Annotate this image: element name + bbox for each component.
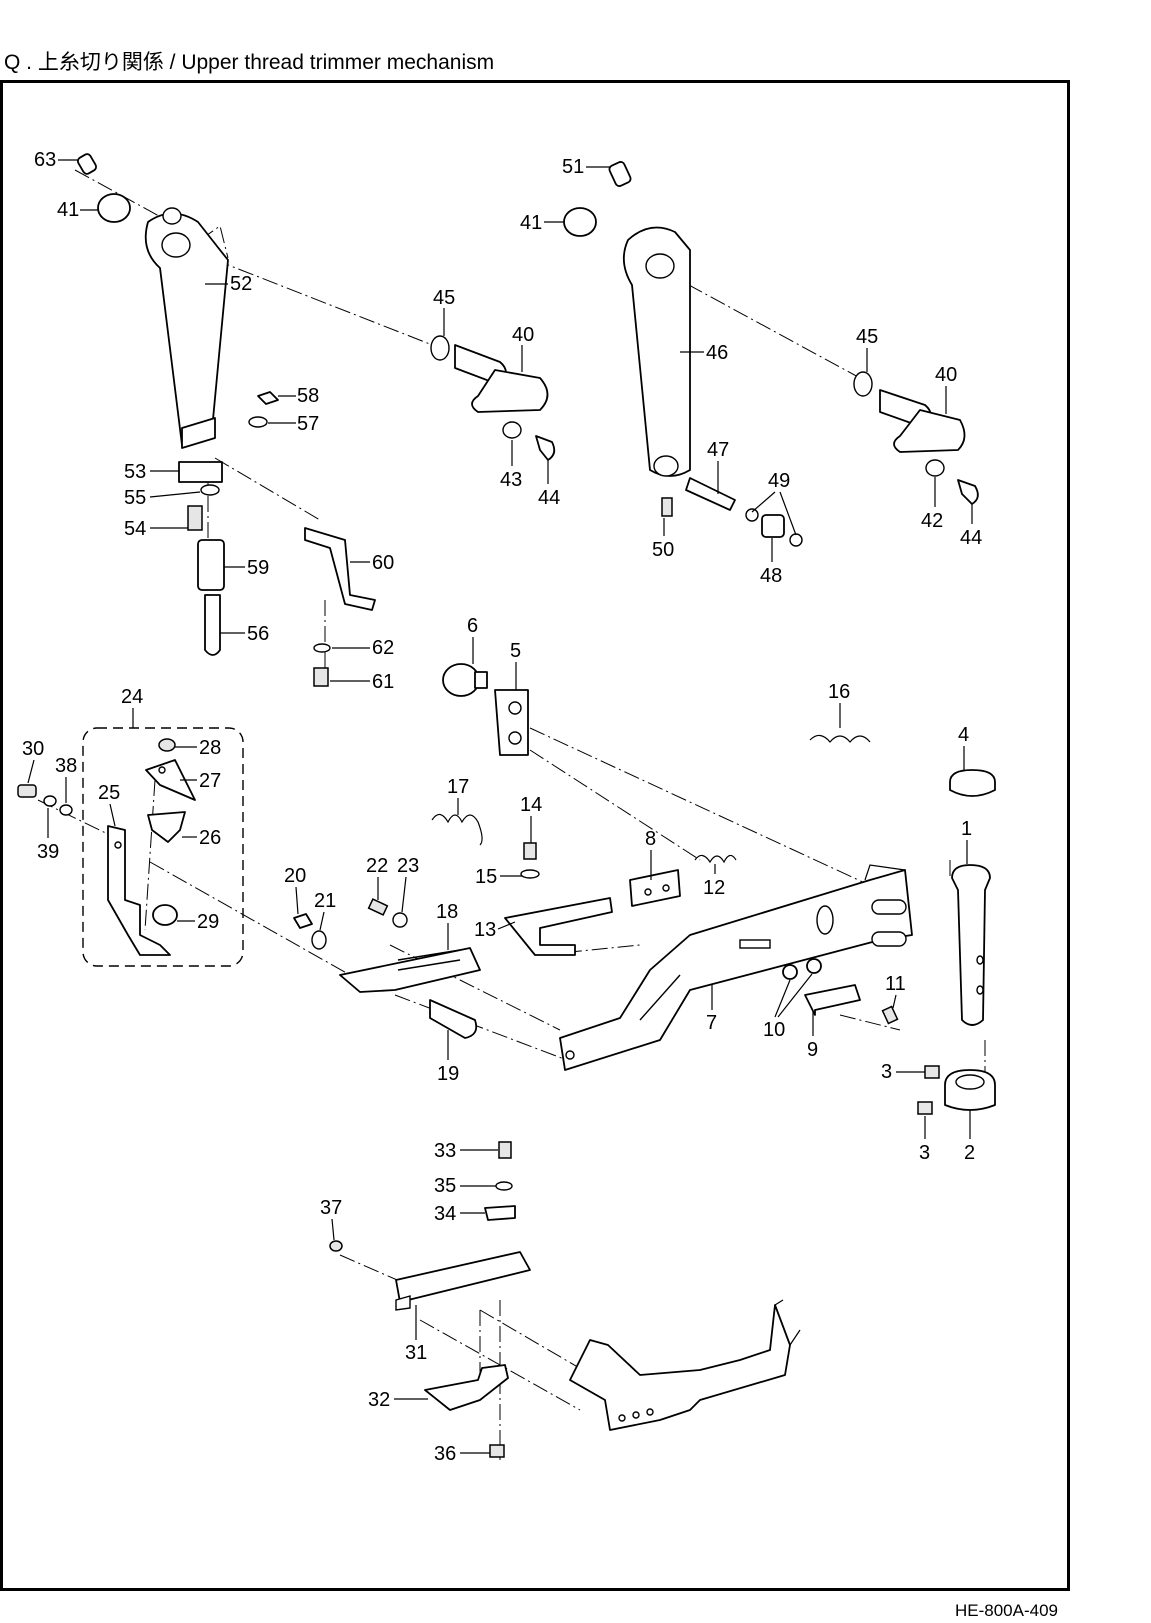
callout-61: 61 (372, 671, 394, 693)
callout-17: 17 (447, 776, 469, 798)
callout-50: 50 (652, 539, 674, 561)
left-lever-assembly (77, 153, 376, 687)
callout-3-upper: 3 (881, 1061, 892, 1083)
callout-34: 34 (434, 1203, 456, 1225)
callout-45-right: 45 (856, 326, 878, 348)
callout-62: 62 (372, 637, 394, 659)
callout-2: 2 (964, 1142, 975, 1164)
callout-15: 15 (475, 866, 497, 888)
callout-56: 56 (247, 623, 269, 645)
callout-55: 55 (124, 487, 146, 509)
callout-19: 19 (437, 1063, 459, 1085)
callout-45-left: 45 (433, 287, 455, 309)
callout-52: 52 (230, 273, 252, 295)
callout-24: 24 (121, 686, 143, 708)
callout-7: 7 (706, 1012, 717, 1034)
main-frame-assembly (431, 663, 913, 1071)
callout-10: 10 (763, 1019, 785, 1041)
callout-32: 32 (368, 1389, 390, 1411)
callout-40-right: 40 (935, 364, 957, 386)
callout-57: 57 (297, 413, 319, 435)
callout-42: 42 (921, 510, 943, 532)
callout-31: 31 (405, 1342, 427, 1364)
callout-18: 18 (436, 901, 458, 923)
right-pin-assembly (917, 769, 996, 1115)
callout-37: 37 (320, 1197, 342, 1219)
callout-13: 13 (474, 919, 496, 941)
callout-46: 46 (706, 342, 728, 364)
callout-58: 58 (297, 385, 319, 407)
callout-21: 21 (314, 890, 336, 912)
callout-26: 26 (199, 827, 221, 849)
callout-14: 14 (520, 794, 542, 816)
page-title: Q . 上糸切り関係 / Upper thread trimmer mechan… (4, 51, 495, 74)
assembly-24 (17, 727, 244, 967)
right-lever-assembly (563, 161, 979, 547)
callout-63: 63 (34, 149, 56, 171)
callout-43: 43 (500, 469, 522, 491)
callout-44-right: 44 (960, 527, 982, 549)
callout-39: 39 (37, 841, 59, 863)
callout-16: 16 (828, 681, 850, 703)
callout-23: 23 (397, 855, 419, 877)
callout-44-left: 44 (538, 487, 560, 509)
diagram-frame (0, 80, 1070, 1591)
callout-51: 51 (562, 156, 584, 178)
callout-labels: 63 41 52 45 40 58 57 53 55 54 43 44 59 6… (22, 149, 982, 1465)
callout-59: 59 (247, 557, 269, 579)
callout-6: 6 (467, 615, 478, 637)
callout-4: 4 (958, 724, 969, 746)
callout-47: 47 (707, 439, 729, 461)
callout-38: 38 (55, 755, 77, 777)
callout-11: 11 (885, 973, 906, 995)
callout-49: 49 (768, 470, 790, 492)
callout-29: 29 (197, 911, 219, 933)
callout-35: 35 (434, 1175, 456, 1197)
slide-assembly (293, 898, 481, 1039)
callout-33: 33 (434, 1140, 456, 1162)
callout-53: 53 (124, 461, 146, 483)
callout-22: 22 (366, 855, 388, 877)
callout-40-left: 40 (512, 324, 534, 346)
callout-25: 25 (98, 782, 120, 804)
callout-41-left: 41 (57, 199, 79, 221)
callout-36: 36 (434, 1443, 456, 1465)
callout-30: 30 (22, 738, 44, 760)
document-number: HE-800A-409 (954, 1601, 1058, 1620)
callout-20: 20 (284, 865, 306, 887)
callout-41-right: 41 (520, 212, 542, 234)
callout-5: 5 (510, 640, 521, 662)
callout-9: 9 (807, 1039, 818, 1061)
callout-48: 48 (760, 565, 782, 587)
callout-3-lower: 3 (919, 1142, 930, 1164)
callout-12: 12 (703, 877, 725, 899)
callout-60: 60 (372, 552, 394, 574)
callout-8: 8 (645, 828, 656, 850)
callout-54: 54 (124, 518, 146, 540)
callout-28: 28 (199, 737, 221, 759)
callout-1: 1 (961, 818, 972, 840)
callout-27: 27 (199, 770, 221, 792)
left-shaft-assembly (430, 335, 556, 461)
lower-assembly (329, 1141, 801, 1458)
